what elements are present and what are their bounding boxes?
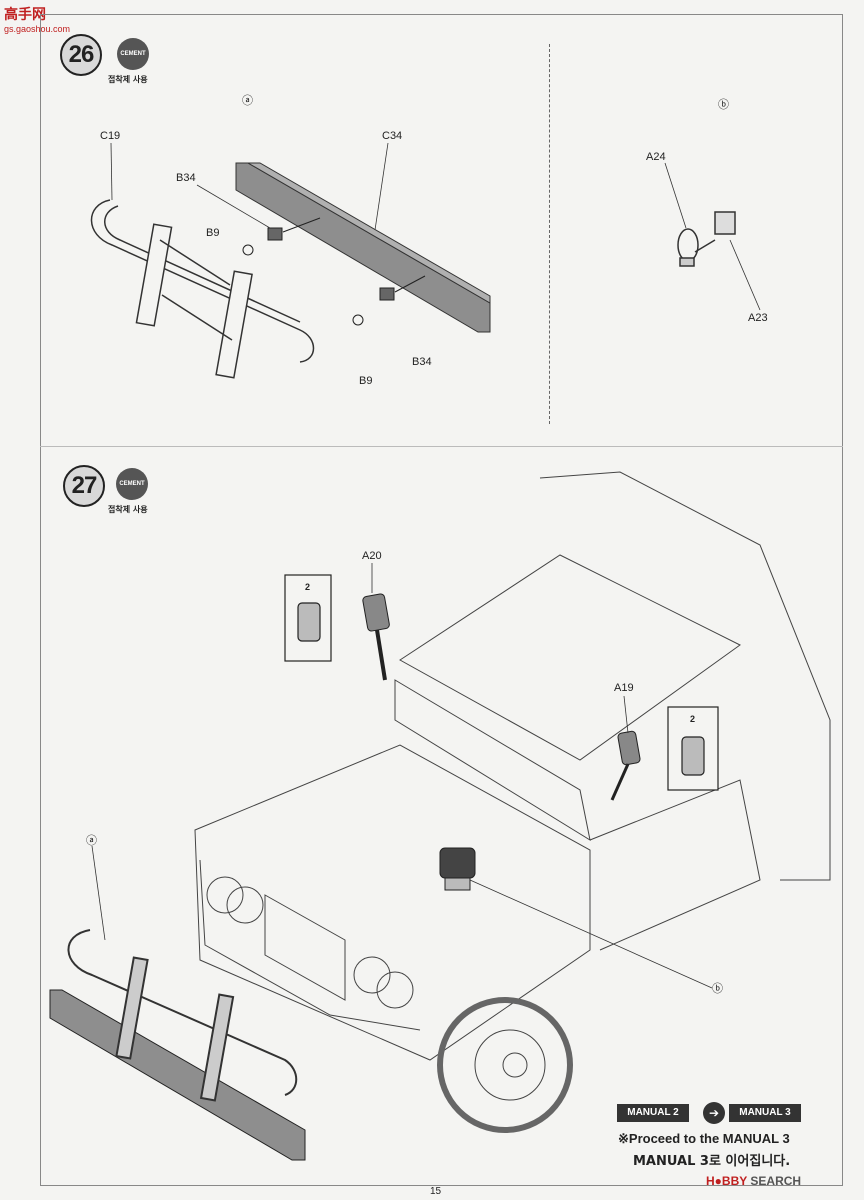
arrow-right-icon: ➔ <box>703 1102 725 1124</box>
mirror-badge-left: 2 <box>305 582 311 592</box>
detail-a-marker: ⓐ <box>242 95 253 107</box>
c19-guard-illustration <box>90 199 315 379</box>
mirror-badge-right: 2 <box>690 714 696 724</box>
c34-bracket-illustration <box>235 162 491 333</box>
manual-from-label: MANUAL 2 <box>617 1104 689 1122</box>
cement-icon: CEMENT <box>117 38 149 70</box>
part-label-a23: A23 <box>748 312 768 324</box>
callout-b: ⓑ <box>712 983 723 995</box>
part-label-b34-bottom: B34 <box>412 356 432 368</box>
page-number: 15 <box>430 1186 442 1197</box>
part-label-c34: C34 <box>382 130 403 142</box>
site-badge-mid: BBY <box>721 1174 748 1188</box>
part-label-a20: A20 <box>362 550 382 562</box>
part-label-b34-top: B34 <box>176 172 196 184</box>
front-guard-illustration <box>49 989 306 1161</box>
spotlight-illustration <box>439 847 476 891</box>
part-label-a24: A24 <box>646 151 666 163</box>
mirrors-illustration <box>362 593 641 801</box>
site-watermark: 高手网 gs.gaoshou.com <box>4 4 70 34</box>
part-label-c19: C19 <box>100 130 121 142</box>
page-frame <box>40 14 843 1186</box>
step-26-number: 26 <box>60 34 102 76</box>
proceed-note-ko: MANUAL 3로 이어집니다. <box>633 1154 791 1169</box>
proceed-note-en: ※Proceed to the MANUAL 3 <box>618 1131 790 1146</box>
a24-a23-illustration <box>677 211 736 267</box>
step-27-number: 27 <box>63 465 105 507</box>
b34-parts-illustration <box>242 217 426 326</box>
cement-note: 접착제 사용 <box>108 75 148 84</box>
site-badge-suffix: SEARCH <box>750 1174 802 1188</box>
site-url: gs.gaoshou.com <box>4 24 71 34</box>
step26-divider <box>549 44 550 424</box>
detail-b-marker: ⓑ <box>718 99 729 111</box>
step-separator <box>40 446 843 447</box>
cement-icon: CEMENT <box>116 468 148 500</box>
mirror-info-boxes <box>284 574 719 791</box>
part-label-a19: A19 <box>614 682 634 694</box>
cement-note: 접착제 사용 <box>108 505 148 514</box>
part-label-b9-bottom: B9 <box>359 375 373 387</box>
callout-a: ⓐ <box>86 835 97 847</box>
site-badge: H●BBY SEARCH <box>706 1174 801 1188</box>
manual-navigation: MANUAL 2 ➔ MANUAL 3 <box>617 1102 817 1124</box>
site-badge-prefix: H <box>706 1174 715 1188</box>
manual-to-label: MANUAL 3 <box>729 1104 801 1122</box>
site-name: 高手网 <box>4 7 46 23</box>
part-label-b9-top: B9 <box>206 227 220 239</box>
site-badge-o-icon: ● <box>714 1174 722 1188</box>
truck-illustration <box>194 471 831 1133</box>
